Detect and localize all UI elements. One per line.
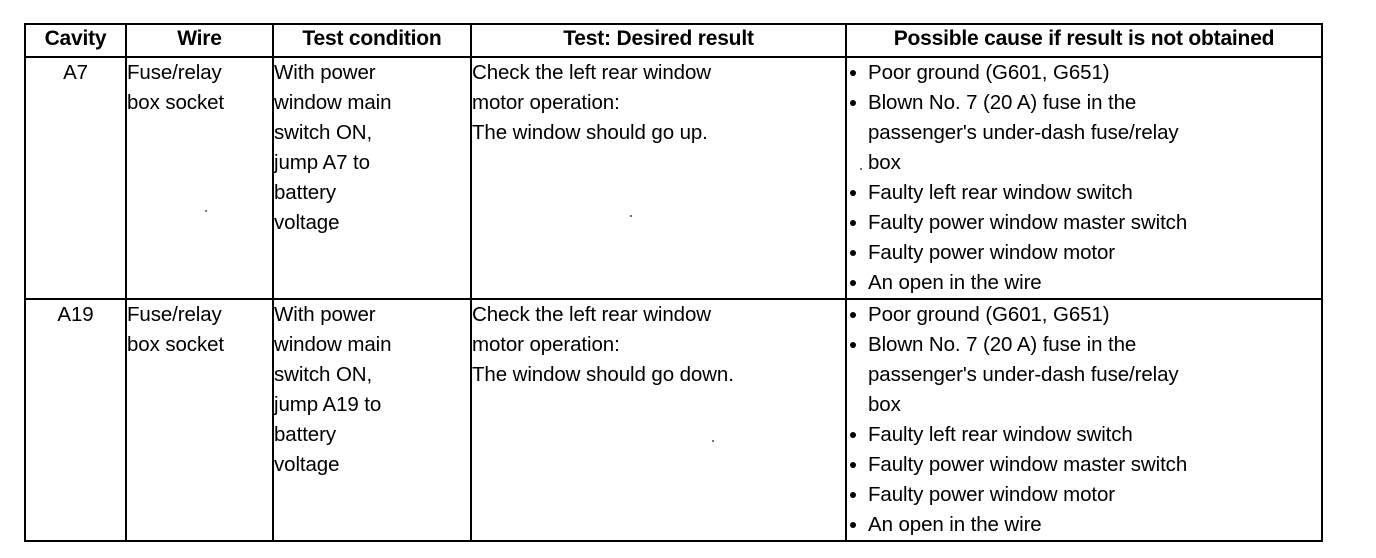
cause-line: An open in the wire xyxy=(868,271,1042,294)
test-condition-line: jump A19 to xyxy=(274,393,382,416)
test-result-line: motor operation: xyxy=(472,333,620,356)
cell-wire: Fuse/relay box socket xyxy=(125,56,274,300)
bullet-icon xyxy=(850,462,856,468)
cell-possible-cause: Poor ground (G601, G651) Blown No. 7 (20… xyxy=(845,56,1323,300)
cell-possible-cause: Poor ground (G601, G651) Blown No. 7 (20… xyxy=(845,298,1323,542)
column-header-cavity: Cavity xyxy=(24,23,127,58)
bullet-icon xyxy=(850,342,856,348)
list-item: Faulty left rear window switch xyxy=(847,178,1321,208)
bullet-icon xyxy=(850,190,856,196)
cell-test-condition: With power window main switch ON, jump A… xyxy=(272,56,472,300)
list-item: Poor ground (G601, G651) xyxy=(847,300,1321,330)
wire-line: box socket xyxy=(127,333,224,356)
list-item: An open in the wire xyxy=(847,510,1321,540)
cause-line: Poor ground (G601, G651) xyxy=(868,61,1110,84)
cell-test-desired-result: Check the left rear window motor operati… xyxy=(470,56,847,300)
possible-cause-list: Poor ground (G601, G651) Blown No. 7 (20… xyxy=(847,300,1321,540)
cause-line: Faulty power window motor xyxy=(868,483,1116,506)
list-item: Blown No. 7 (20 A) fuse in the passenger… xyxy=(847,330,1321,420)
table-header: Cavity Wire Test condition Test: Desired… xyxy=(24,23,1323,58)
cell-cavity: A19 xyxy=(24,298,127,542)
table-header-row: Cavity Wire Test condition Test: Desired… xyxy=(24,23,1323,58)
column-header-possible-cause: Possible cause if result is not obtained xyxy=(845,23,1323,58)
cell-test-desired-result: Check the left rear window motor operati… xyxy=(470,298,847,542)
list-item: Faulty left rear window switch xyxy=(847,420,1321,450)
cause-line: Faulty power window motor xyxy=(868,241,1116,264)
cause-line: Faulty power window master switch xyxy=(868,453,1188,476)
cause-line: Blown No. 7 (20 A) fuse in the xyxy=(868,333,1137,356)
test-condition-line: voltage xyxy=(274,211,340,234)
test-condition-line: battery xyxy=(274,181,336,204)
bullet-icon xyxy=(850,220,856,226)
cause-line: box xyxy=(868,393,901,416)
cell-test-condition: With power window main switch ON, jump A… xyxy=(272,298,472,542)
list-item: Poor ground (G601, G651) xyxy=(847,58,1321,88)
cause-line: Faulty left rear window switch xyxy=(868,423,1133,446)
column-header-test-condition: Test condition xyxy=(272,23,472,58)
wire-line: box socket xyxy=(127,91,224,114)
bullet-icon xyxy=(850,492,856,498)
bullet-icon xyxy=(850,312,856,318)
cavity-value: A7 xyxy=(63,61,88,84)
test-condition-line: switch ON, xyxy=(274,363,373,386)
cause-line: Poor ground (G601, G651) xyxy=(868,303,1110,326)
test-result-line: motor operation: xyxy=(472,91,620,114)
troubleshooting-table-container: Cavity Wire Test condition Test: Desired… xyxy=(24,23,1323,542)
bullet-icon xyxy=(850,432,856,438)
list-item: Faulty power window master switch xyxy=(847,450,1321,480)
test-condition-line: switch ON, xyxy=(274,121,373,144)
cell-wire: Fuse/relay box socket xyxy=(125,298,274,542)
column-header-wire: Wire xyxy=(125,23,274,58)
test-condition-line: window main xyxy=(274,333,392,356)
cause-line: passenger's under-dash fuse/relay xyxy=(868,363,1179,386)
cause-line: Blown No. 7 (20 A) fuse in the xyxy=(868,91,1137,114)
cause-line: Faulty left rear window switch xyxy=(868,181,1133,204)
cause-line: passenger's under-dash fuse/relay xyxy=(868,121,1179,144)
bullet-icon xyxy=(850,100,856,106)
bullet-icon xyxy=(850,522,856,528)
table-row: A19 Fuse/relay box socket With power win… xyxy=(24,298,1323,542)
column-header-test-desired-result: Test: Desired result xyxy=(470,23,847,58)
table-body: A7 Fuse/relay box socket With power wind… xyxy=(24,56,1323,542)
cause-line: box xyxy=(868,151,901,174)
test-result-line: Check the left rear window xyxy=(472,303,711,326)
cavity-value: A19 xyxy=(57,303,94,326)
list-item: Blown No. 7 (20 A) fuse in the passenger… xyxy=(847,88,1321,178)
test-result-line: The window should go up. xyxy=(472,121,708,144)
cause-line: An open in the wire xyxy=(868,513,1042,536)
test-condition-line: With power xyxy=(274,61,376,84)
cell-cavity: A7 xyxy=(24,56,127,300)
list-item: An open in the wire xyxy=(847,268,1321,298)
wire-line: Fuse/relay xyxy=(127,303,222,326)
possible-cause-list: Poor ground (G601, G651) Blown No. 7 (20… xyxy=(847,58,1321,298)
table-row: A7 Fuse/relay box socket With power wind… xyxy=(24,56,1323,300)
test-condition-line: window main xyxy=(274,91,392,114)
cause-line: Faulty power window master switch xyxy=(868,211,1188,234)
bullet-icon xyxy=(850,70,856,76)
wire-line: Fuse/relay xyxy=(127,61,222,84)
test-condition-line: battery xyxy=(274,423,336,446)
test-result-line: Check the left rear window xyxy=(472,61,711,84)
list-item: Faulty power window motor xyxy=(847,480,1321,510)
test-result-line: The window should go down. xyxy=(472,363,734,386)
bullet-icon xyxy=(850,280,856,286)
test-condition-line: jump A7 to xyxy=(274,151,370,174)
troubleshooting-table: Cavity Wire Test condition Test: Desired… xyxy=(24,23,1323,542)
list-item: Faulty power window master switch xyxy=(847,208,1321,238)
test-condition-line: voltage xyxy=(274,453,340,476)
test-condition-line: With power xyxy=(274,303,376,326)
list-item: Faulty power window motor xyxy=(847,238,1321,268)
bullet-icon xyxy=(850,250,856,256)
